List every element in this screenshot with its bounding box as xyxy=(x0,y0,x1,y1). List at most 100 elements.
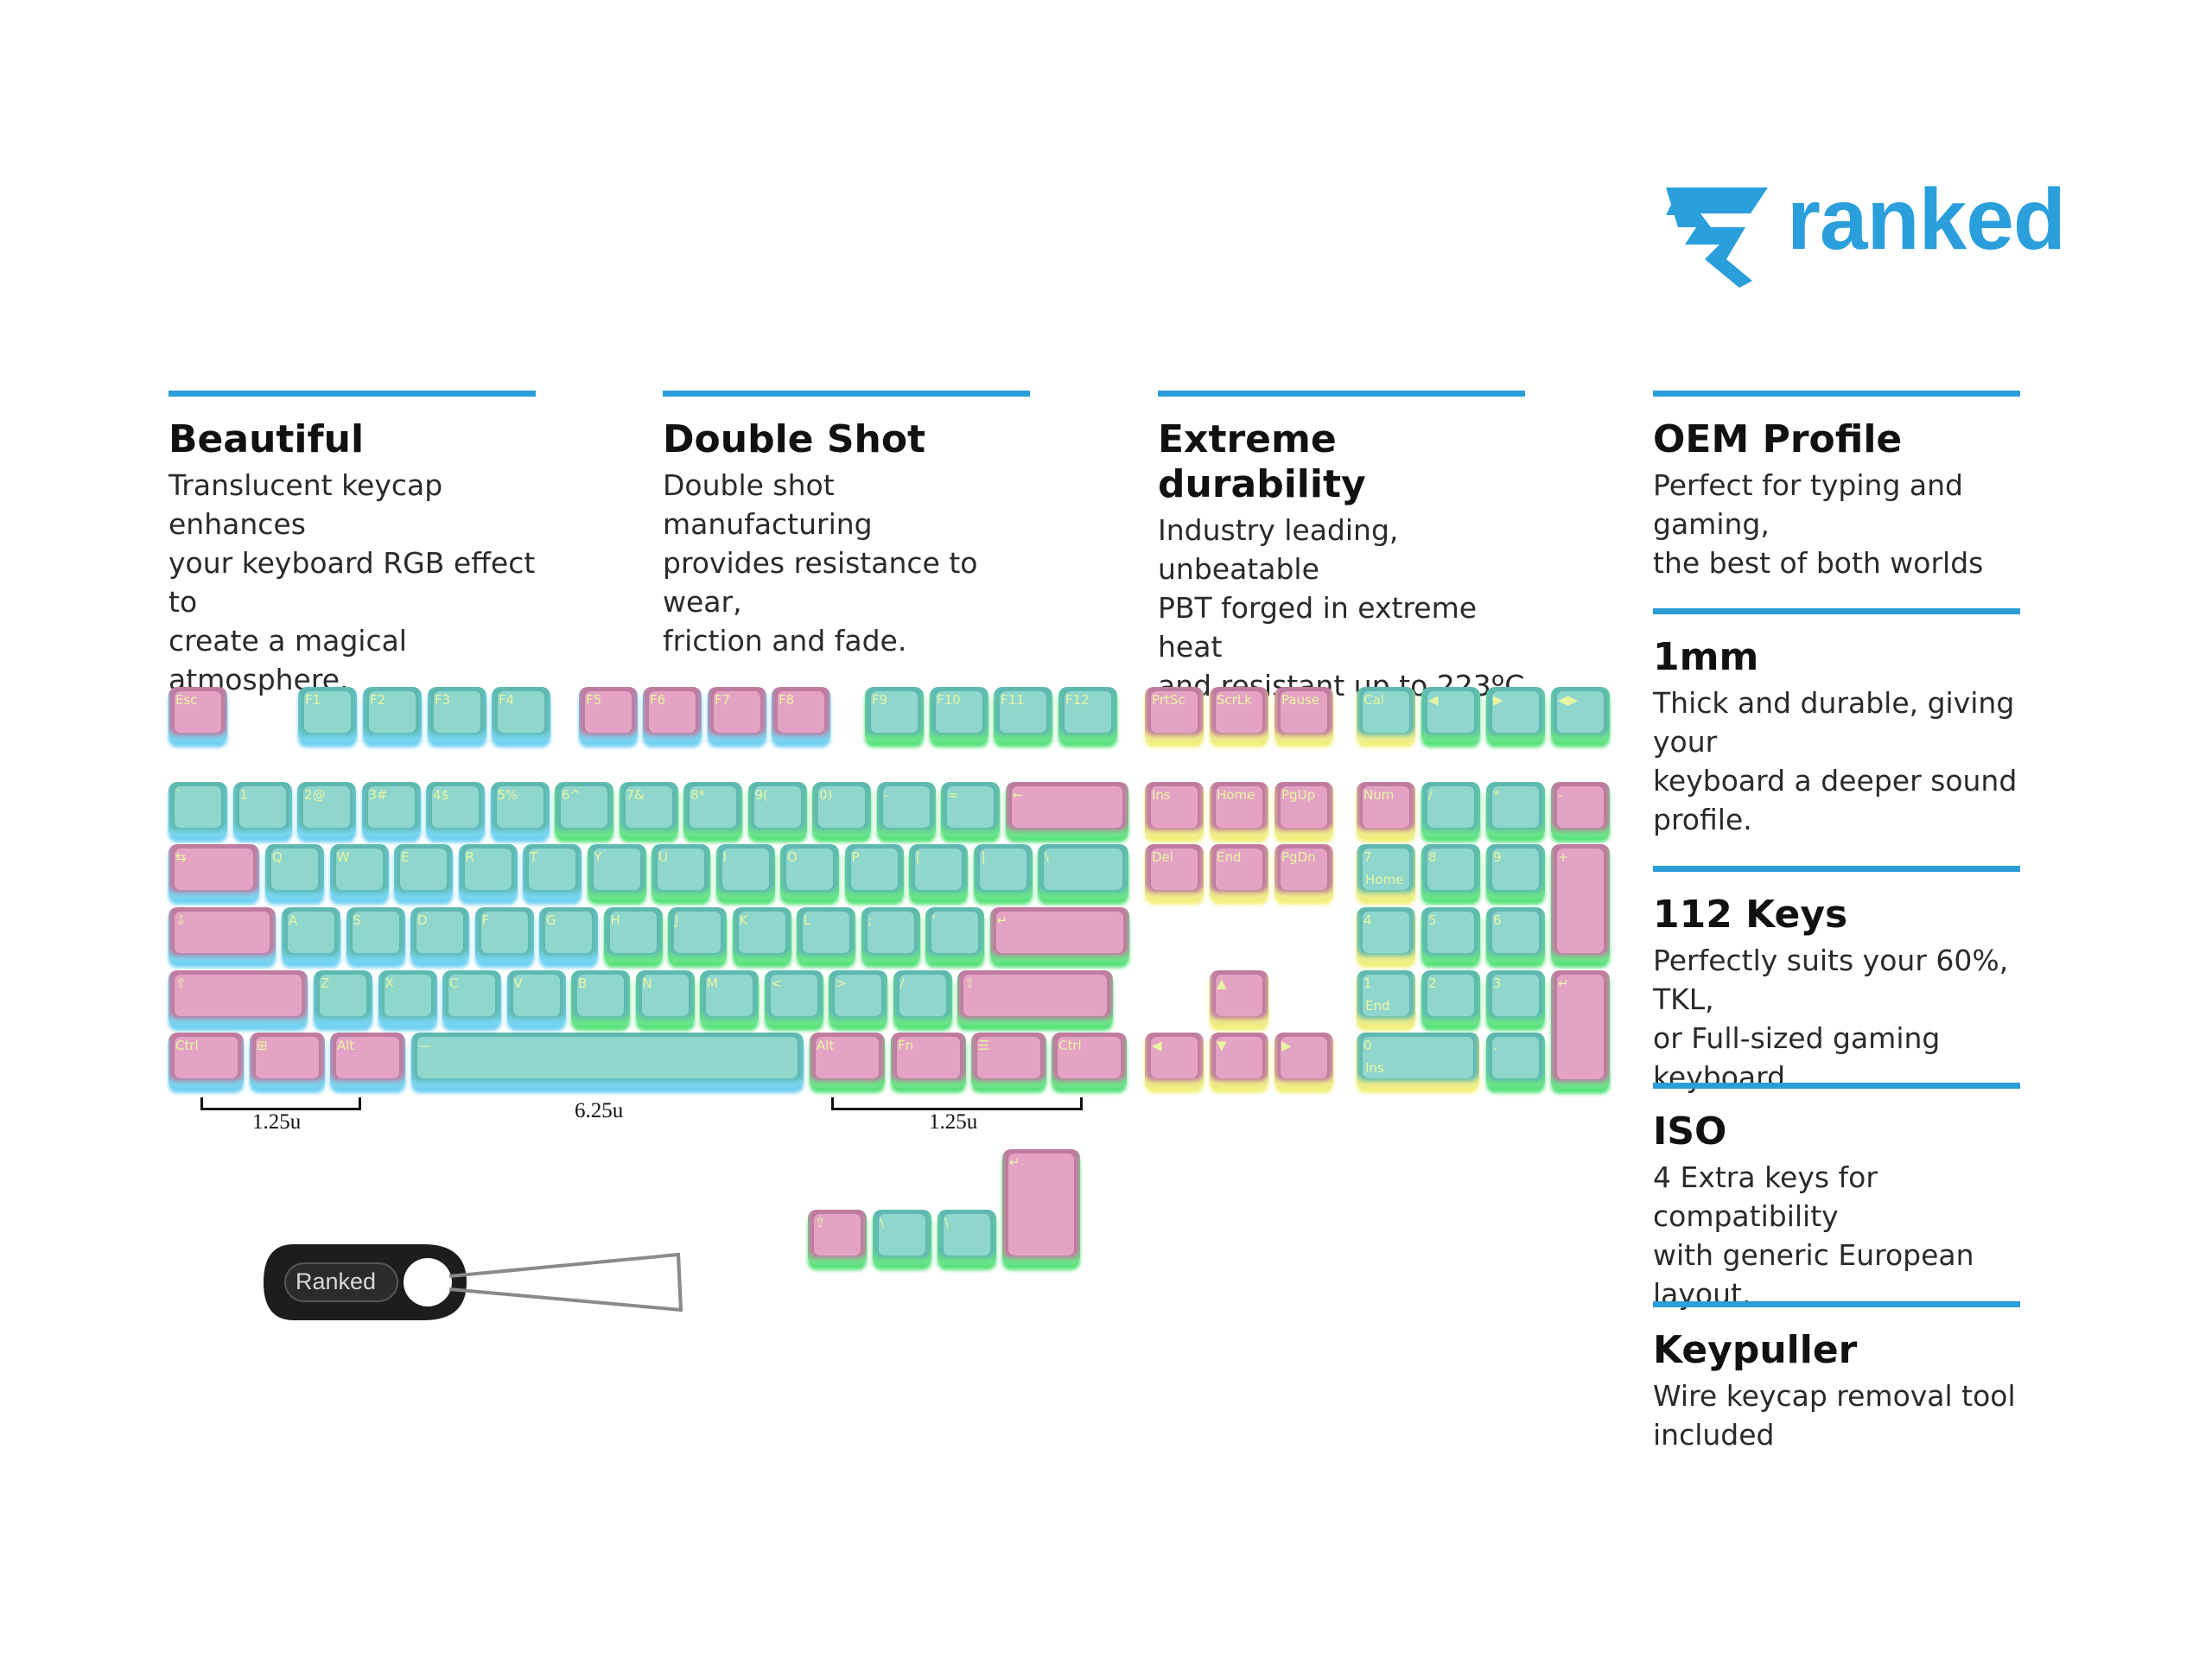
keycap: ▼ xyxy=(1210,1033,1268,1088)
keycap-legend: Y xyxy=(594,849,602,865)
keycap: F4 xyxy=(492,687,550,742)
keycap: Pause xyxy=(1274,687,1333,742)
keycap-sub-legend: Ins xyxy=(1365,1060,1384,1076)
feature-description: Perfectly suits your 60%, TKL, or Full-s… xyxy=(1653,944,2009,1094)
keycap-legend: - xyxy=(1558,787,1563,803)
feature-extreme-durability: Extreme durability Industry leading, unb… xyxy=(1158,391,1529,705)
keycap-legend: 6 xyxy=(1493,912,1502,928)
feature-description: Industry leading, unbeatable PBT forged … xyxy=(1158,513,1525,702)
keycap-legend: ◀ xyxy=(1428,692,1439,708)
keycap-legend: F9 xyxy=(872,692,888,708)
keycap-legend: O xyxy=(787,849,798,865)
keypuller-tool: Ranked xyxy=(259,1237,691,1332)
keycap-legend: 2 xyxy=(1428,976,1437,991)
keycap: W xyxy=(329,844,389,899)
keycap-legend: F7 xyxy=(715,692,731,708)
keycap-legend: X xyxy=(385,976,394,991)
keycap: = xyxy=(941,782,1000,837)
feature-description: Translucent keycap enhances your keyboar… xyxy=(168,468,536,696)
keycap: ] xyxy=(973,844,1033,899)
keycap-legend: < xyxy=(771,976,783,991)
keycap-legend: ' xyxy=(932,912,937,928)
keycap-legend: ☰ xyxy=(978,1038,990,1053)
keycap-legend: ↵ xyxy=(1009,1154,1020,1170)
keycap: ◀ xyxy=(1421,687,1480,742)
feature-title: ISO xyxy=(1653,1109,1727,1154)
keycap-legend: W xyxy=(336,849,350,865)
feature-divider xyxy=(1653,1083,2020,1089)
keycap-legend: ⇧ xyxy=(964,976,976,991)
keycap-legend: ` xyxy=(175,787,182,803)
keycap-legend: = xyxy=(948,787,959,803)
keycap-legend: ⇧ xyxy=(175,976,187,991)
keycap: 4 xyxy=(1357,907,1415,963)
keycap: F8 xyxy=(772,687,830,742)
keycap: ⊞ xyxy=(250,1033,325,1088)
keycap: 7& xyxy=(619,782,678,837)
keycap-legend: ◀ xyxy=(1152,1038,1162,1053)
keycap: 5 xyxy=(1421,907,1480,963)
keycap-legend: ▼ xyxy=(1217,1038,1227,1053)
feature-title: Extreme durability xyxy=(1158,417,1366,506)
keycap-legend: 3 xyxy=(1493,976,1502,991)
keycap: . xyxy=(1486,1033,1545,1088)
keycap-legend: 3# xyxy=(368,787,388,803)
keycap: ⇧ xyxy=(957,970,1113,1026)
feature-description: 4 Extra keys for compatibility with gene… xyxy=(1653,1160,1974,1311)
keycap-legend: Ctrl xyxy=(1058,1038,1082,1053)
keycap-legend: H xyxy=(610,912,620,928)
keycap: ◀▶ xyxy=(1551,687,1610,742)
keycap-legend: Ins xyxy=(1152,787,1171,803)
keycap-legend: ; xyxy=(868,912,873,928)
keycap: — xyxy=(411,1033,804,1088)
keycap: 2 xyxy=(1421,970,1480,1026)
feature-description: Perfect for typing and gaming, the best … xyxy=(1653,468,1984,580)
feature-beautiful: Beautiful Translucent keycap enhances yo… xyxy=(168,391,540,699)
keycap: 9( xyxy=(747,782,807,837)
keycap: Ctrl xyxy=(168,1033,244,1088)
keycap-legend: 4 xyxy=(1363,912,1372,928)
feature-title: Beautiful xyxy=(168,417,365,461)
keycap: Home xyxy=(1210,782,1268,837)
keycap-legend: > xyxy=(836,976,847,991)
keycap-legend: ⇆ xyxy=(175,849,187,865)
keycap: F12 xyxy=(1058,687,1117,742)
keycap-legend: F6 xyxy=(650,692,666,708)
keycap: F2 xyxy=(363,687,422,742)
keycap: F7 xyxy=(708,687,766,742)
keycap: + xyxy=(1551,844,1610,963)
keycap: ⇧ xyxy=(168,970,308,1026)
keycap: \ xyxy=(938,1210,996,1265)
keycap-legend: C xyxy=(449,976,459,991)
keycap-legend: 2@ xyxy=(304,787,326,803)
feature-description: Wire keycap removal tool included xyxy=(1653,1379,2016,1452)
keycap-legend: U xyxy=(658,849,668,865)
keycap-legend: Esc xyxy=(175,692,198,708)
feature-divider xyxy=(1653,866,2020,872)
keycap: L xyxy=(797,907,855,963)
keycap: 9 xyxy=(1486,844,1545,899)
keycap-legend: Del xyxy=(1152,849,1173,865)
keycap-sub-legend: Home xyxy=(1365,872,1404,887)
keycap-legend: 7 xyxy=(1363,849,1372,865)
keycap: / xyxy=(1421,782,1480,837)
feature-1mm: 1mm Thick and durable, giving your keybo… xyxy=(1653,608,2024,839)
keycap: E xyxy=(394,844,453,899)
keycap-legend: \ xyxy=(880,1215,885,1230)
keycap: [ xyxy=(909,844,968,899)
keycap-legend: ↵ xyxy=(1558,976,1569,991)
keycap: Fn xyxy=(891,1033,966,1088)
keypuller-brand-label: Ranked xyxy=(296,1268,377,1294)
keycap: F xyxy=(474,907,534,963)
keycap: F10 xyxy=(930,687,988,742)
keycap-legend: . xyxy=(1493,1038,1497,1053)
keycap: PgDn xyxy=(1274,844,1333,899)
keycap-legend: ⊞ xyxy=(257,1038,268,1053)
keycap-legend: 1 xyxy=(239,787,249,803)
keycap: ⇧ xyxy=(808,1210,867,1265)
keycap: Ctrl xyxy=(1052,1033,1127,1088)
keycap: Q xyxy=(265,844,324,899)
keycap-legend: Fn xyxy=(898,1038,914,1053)
keycap: Esc xyxy=(168,687,227,742)
